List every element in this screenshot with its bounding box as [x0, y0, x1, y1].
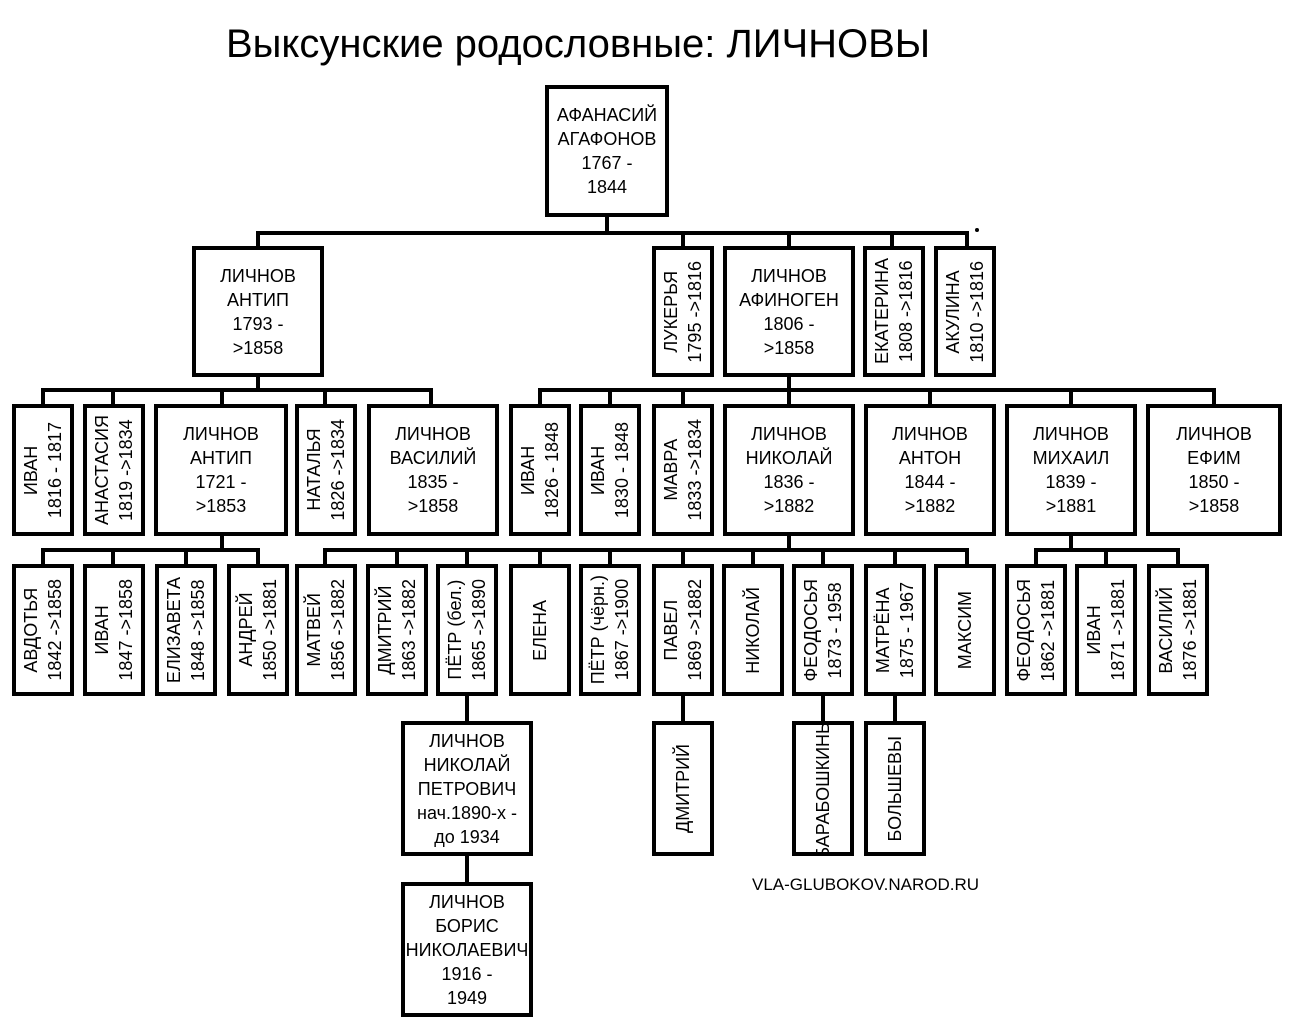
person-label: ПАВЕЛ 1869 ->1882	[661, 579, 705, 681]
person-anton: ЛИЧНОВ АНТОН 1844 - >1882	[864, 404, 996, 536]
person-label: ИВАН 1816 - 1817	[21, 421, 65, 519]
person-label: ИВАН 1826 - 1848	[518, 421, 562, 519]
dot-mark	[975, 228, 979, 232]
person-label: ДМИТРИЙ	[673, 744, 693, 833]
person-antip-jr: ЛИЧНОВ АНТИП 1721 - >1853	[154, 404, 288, 536]
person-akulina: АКУЛИНА 1810 ->1816	[934, 246, 996, 377]
person-afinogen: ЛИЧНОВ АФИНОГЕН 1806 - >1858	[723, 246, 855, 377]
person-label: ИВАН 1871 ->1881	[1084, 579, 1128, 681]
person-label: БОЛЬШЕВЫ	[885, 735, 905, 842]
person-nikolay: ЛИЧНОВ НИКОЛАЙ 1836 - >1882	[723, 404, 855, 536]
person-label: БАРАБОШКИНЫ	[813, 721, 833, 856]
person-label: АКУЛИНА 1810 ->1816	[943, 260, 987, 363]
site-watermark: VLA-GLUBOKOV.NAROD.RU	[752, 875, 980, 894]
person-petr-chern: ПЁТР (чёрн.) 1867 ->1900	[579, 564, 641, 696]
person-label: ЕКАТЕРИНА 1808 ->1816	[872, 258, 916, 365]
person-label: ЛИЧНОВ МИХАИЛ 1839 - >1881	[1032, 424, 1110, 516]
person-ivan-1826: ИВАН 1826 - 1848	[509, 404, 571, 536]
family-baraboshkiny: БАРАБОШКИНЫ	[792, 721, 854, 856]
person-lukerya: ЛУКЕРЬЯ 1795 ->1816	[652, 246, 714, 377]
person-label: АВДОТЬЯ 1842 ->1858	[21, 579, 65, 681]
person-matvey: МАТВЕЙ 1856 ->1882	[295, 564, 357, 696]
person-label: ЕЛИЗАВЕТА 1848 ->1858	[164, 576, 208, 684]
person-label: МАТРЁНА 1875 - 1967	[873, 581, 917, 679]
person-label: ЛИЧНОВ АНТИП 1721 - >1853	[183, 424, 259, 516]
person-label: АФАНАСИЙ АГАФОНОВ 1767 - 1844	[556, 105, 658, 197]
family-dmitriy: ДМИТРИЙ	[652, 721, 714, 856]
person-ivan-1847: ИВАН 1847 ->1858	[83, 564, 145, 696]
person-antip: ЛИЧНОВ АНТИП 1793 - >1858	[192, 246, 324, 377]
person-maksim: МАКСИМ	[934, 564, 996, 696]
person-label: ИВАН 1830 - 1848	[588, 421, 632, 519]
person-label: МАТВЕЙ 1856 ->1882	[304, 579, 348, 681]
family-bolshevy: БОЛЬШЕВЫ	[864, 721, 926, 856]
person-label: ЕЛЕНА	[530, 599, 550, 661]
person-elizaveta: ЕЛИЗАВЕТА 1848 ->1858	[155, 564, 217, 696]
person-ivan-1871: ИВАН 1871 ->1881	[1075, 564, 1137, 696]
person-mavra: МАВРА 1833 ->1834	[652, 404, 714, 536]
person-ivan-1816: ИВАН 1816 - 1817	[12, 404, 74, 536]
person-feodosya-1873: ФЕОДОСЬЯ 1873 - 1958	[792, 564, 854, 696]
person-label: ПЁТР (чёрн.) 1867 ->1900	[588, 575, 632, 685]
person-natalia: НАТАЛЬЯ 1826 ->1834	[295, 404, 357, 536]
person-label: ЛУКЕРЬЯ 1795 ->1816	[661, 260, 705, 363]
person-label: ЛИЧНОВ ВАСИЛИЙ 1835 - >1858	[389, 424, 477, 516]
person-anastasia: АНАСТАСИЯ 1819 ->1834	[83, 404, 145, 536]
person-vasiliy-1876: ВАСИЛИЙ 1876 ->1881	[1147, 564, 1209, 696]
person-elena: ЕЛЕНА	[509, 564, 571, 696]
person-nikolay-son: НИКОЛАЙ	[722, 564, 784, 696]
person-vasiliy: ЛИЧНОВ ВАСИЛИЙ 1835 - >1858	[367, 404, 499, 536]
person-ivan-1830: ИВАН 1830 - 1848	[579, 404, 641, 536]
person-avdotya: АВДОТЬЯ 1842 ->1858	[12, 564, 74, 696]
person-label: ЛИЧНОВ БОРИС НИКОЛАЕВИЧ 1916 - 1949	[405, 891, 529, 1008]
person-ekaterina: ЕКАТЕРИНА 1808 ->1816	[863, 246, 925, 377]
person-label: НАТАЛЬЯ 1826 ->1834	[304, 419, 348, 521]
person-efim: ЛИЧНОВ ЕФИМ 1850 - >1858	[1146, 404, 1282, 536]
person-label: ЛИЧНОВ НИКОЛАЙ ПЕТРОВИЧ нач.1890-х - до …	[417, 730, 517, 847]
person-label: АНАСТАСИЯ 1819 ->1834	[92, 415, 136, 525]
person-label: ИВАН 1847 ->1858	[92, 579, 136, 681]
person-mikhail: ЛИЧНОВ МИХАИЛ 1839 - >1881	[1005, 404, 1137, 536]
person-andrey: АНДРЕЙ 1850 ->1881	[227, 564, 289, 696]
person-dmitriy-1863: ДМИТРИЙ 1863 ->1882	[366, 564, 428, 696]
person-label: ЛИЧНОВ НИКОЛАЙ 1836 - >1882	[745, 424, 833, 516]
person-label: АНДРЕЙ 1850 ->1881	[236, 579, 280, 681]
person-label: ЛИЧНОВ АНТОН 1844 - >1882	[892, 424, 968, 516]
person-nikolay-petrovich: ЛИЧНОВ НИКОЛАЙ ПЕТРОВИЧ нач.1890-х - до …	[401, 721, 533, 856]
person-label: МАВРА 1833 ->1834	[661, 419, 705, 521]
person-label: ЛИЧНОВ АФИНОГЕН 1806 - >1858	[739, 265, 839, 358]
person-label: ЛИЧНОВ АНТИП 1793 - >1858	[220, 265, 296, 358]
person-boris: ЛИЧНОВ БОРИС НИКОЛАЕВИЧ 1916 - 1949	[401, 882, 533, 1017]
person-label: МАКСИМ	[955, 590, 975, 670]
person-matrena: МАТРЁНА 1875 - 1967	[864, 564, 926, 696]
person-feodosya-1862: ФЕОДОСЬЯ 1862 ->1881	[1005, 564, 1067, 696]
person-petr-bel: ПЁТР (бел.) 1865 ->1890	[436, 564, 498, 696]
person-label: ВАСИЛИЙ 1876 ->1881	[1156, 579, 1200, 681]
person-afanasiy-agafonov: АФАНАСИЙ АГАФОНОВ 1767 - 1844	[545, 85, 669, 217]
person-label: ФЕОДОСЬЯ 1862 ->1881	[1014, 578, 1058, 682]
page-title: Выксунские родословные: ЛИЧНОВЫ	[226, 22, 931, 66]
person-label: ФЕОДОСЬЯ 1873 - 1958	[801, 578, 845, 682]
person-pavel: ПАВЕЛ 1869 ->1882	[652, 564, 714, 696]
person-label: ЛИЧНОВ ЕФИМ 1850 - >1858	[1176, 424, 1252, 516]
person-label: ДМИТРИЙ 1863 ->1882	[375, 579, 419, 681]
person-label: НИКОЛАЙ	[743, 586, 763, 674]
person-label: ПЁТР (бел.) 1865 ->1890	[445, 579, 489, 681]
